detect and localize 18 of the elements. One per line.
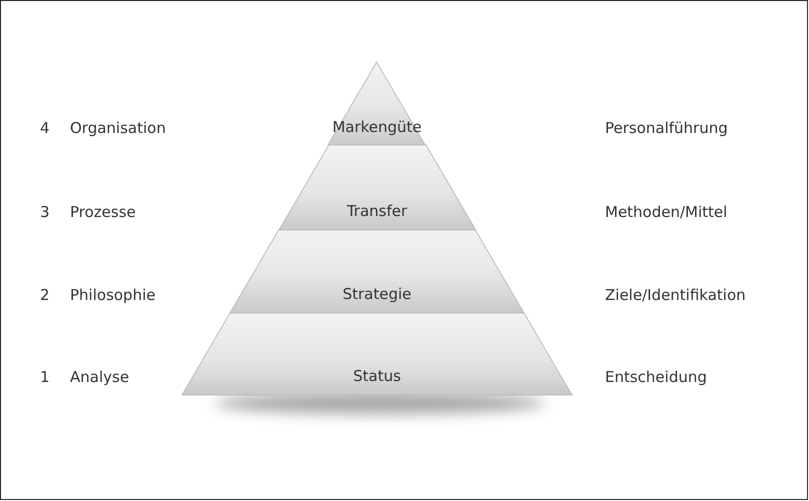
level-number: 1	[40, 368, 50, 386]
right-caption: Ziele/Identifikation	[605, 286, 746, 304]
left-caption: Philosophie	[70, 286, 156, 304]
level-number: 2	[40, 286, 50, 304]
level-label: Status	[352, 367, 402, 385]
right-caption: Entscheidung	[605, 368, 707, 386]
level-label: Strategie	[342, 285, 412, 303]
left-caption: Organisation	[70, 119, 166, 137]
pyramid-level	[182, 313, 572, 395]
level-label: Markengüte	[331, 118, 423, 136]
left-caption: Prozesse	[70, 203, 136, 221]
right-caption: Methoden/Mittel	[605, 203, 728, 221]
level-label: Transfer	[346, 202, 408, 220]
level-number: 4	[40, 119, 50, 137]
pyramid-level	[230, 230, 524, 313]
left-caption: Analyse	[70, 368, 130, 386]
right-caption: Personalführung	[605, 119, 728, 137]
level-number: 3	[40, 203, 50, 221]
